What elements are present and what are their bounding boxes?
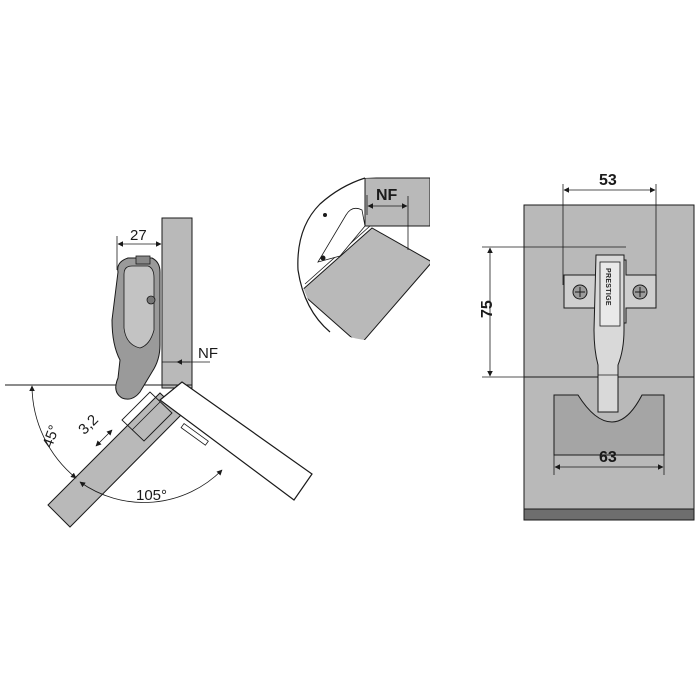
door-45 (47, 392, 183, 528)
dim-nf-side-label: NF (198, 345, 218, 362)
detail-arm (317, 207, 366, 263)
cup-detail (131, 401, 161, 431)
front-cup (553, 394, 665, 456)
dim-75-label: 75 (479, 300, 496, 318)
dim-27-label: 27 (130, 227, 147, 244)
arc-45 (29, 385, 77, 479)
door-open-slot (180, 423, 209, 446)
angle-105-label: 105° (136, 487, 167, 504)
detail-nf-label: NF (376, 187, 398, 204)
door-open-outline (159, 381, 313, 501)
dim-53-label: 53 (599, 172, 617, 189)
hinge-clip (135, 255, 151, 265)
dim-3-2-line (95, 429, 113, 447)
brand-label: PRESTIGE (604, 268, 611, 306)
hinge-screw (146, 295, 156, 305)
hinge-cup (121, 391, 173, 442)
cabinet-side-panel (161, 217, 193, 389)
hinge-arm-detail (123, 265, 155, 349)
front-door-edge (523, 508, 695, 521)
angle-45-label: 45° (39, 423, 63, 450)
detail-outline (297, 177, 366, 333)
side-view: 27 NF 3,2 45° 105° (5, 217, 313, 528)
arc-105 (79, 469, 223, 503)
dim-63-label: 63 (599, 449, 617, 466)
detail-view: NF (297, 175, 430, 341)
front-view: PRESTIGE 53 75 63 (479, 172, 695, 521)
detail-door (299, 227, 430, 341)
dim-3-2-label: 3,2 (75, 411, 102, 438)
detail-side-panel (364, 177, 430, 227)
